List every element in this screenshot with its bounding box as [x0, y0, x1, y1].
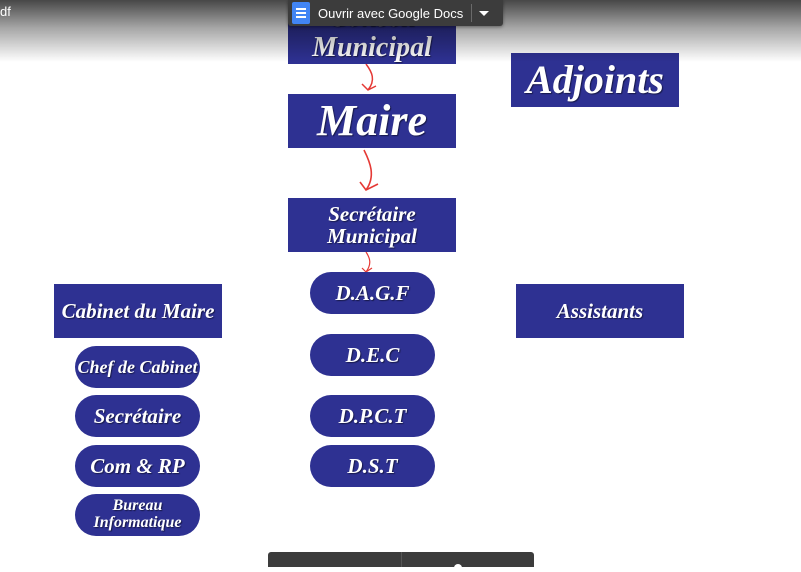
cabinet-du-maire-label: Cabinet du Maire — [61, 298, 215, 323]
dpct-label: D.P.C.T — [338, 403, 407, 428]
arrow-secretaire-to-dagf — [361, 251, 373, 273]
google-docs-icon — [292, 2, 310, 24]
toolbar-section-right[interactable] — [402, 552, 535, 572]
chef-de-cabinet-label: Chef de Cabinet — [77, 356, 198, 377]
open-with-label: Ouvrir avec Google Docs — [318, 5, 464, 21]
viewer-bottom-toolbar — [268, 552, 535, 572]
adjoints-box: Adjoints — [511, 53, 679, 107]
open-with-google-docs-button[interactable]: Ouvrir avec Google Docs — [288, 0, 471, 26]
chevron-down-icon — [479, 10, 490, 16]
arrow-maire-to-secretaire — [359, 149, 379, 192]
secretaire-pill: Secrétaire — [75, 395, 200, 437]
com-rp-pill: Com & RP — [75, 445, 200, 487]
dec-pill: D.E.C — [310, 334, 435, 376]
open-with-dropdown-button[interactable] — [472, 0, 496, 26]
maire-label: Maire — [317, 95, 427, 145]
file-name: df — [0, 4, 11, 19]
toolbar-section-left[interactable] — [268, 552, 402, 567]
dagf-pill: D.A.G.F — [310, 272, 435, 314]
secretaire-municipal-box: Secrétaire Municipal — [288, 198, 456, 252]
zoom-icon — [453, 564, 462, 572]
dst-label: D.S.T — [347, 453, 398, 478]
assistants-box: Assistants — [516, 284, 684, 338]
com-rp-label: Com & RP — [90, 453, 185, 478]
dec-label: D.E.C — [345, 342, 400, 367]
open-with-google-docs-toolbar: Ouvrir avec Google Docs — [288, 0, 503, 26]
adjoints-label: Adjoints — [526, 57, 664, 102]
dst-pill: D.S.T — [310, 445, 435, 487]
secretaire-label: Secrétaire — [93, 403, 182, 428]
maire-box: Maire — [288, 94, 456, 148]
secretaire-municipal-label: Secrétaire Municipal — [327, 201, 417, 248]
assistants-label: Assistants — [556, 298, 644, 323]
dagf-label: D.A.G.F — [335, 280, 410, 305]
bureau-informatique-pill: Bureau Informatique — [75, 494, 200, 536]
arrow-conseil-to-maire — [361, 63, 377, 91]
dpct-pill: D.P.C.T — [310, 395, 435, 437]
bureau-informatique-label: Bureau Informatique — [93, 497, 182, 531]
cabinet-du-maire-box: Cabinet du Maire — [54, 284, 222, 338]
chef-de-cabinet-pill: Chef de Cabinet — [75, 346, 200, 388]
